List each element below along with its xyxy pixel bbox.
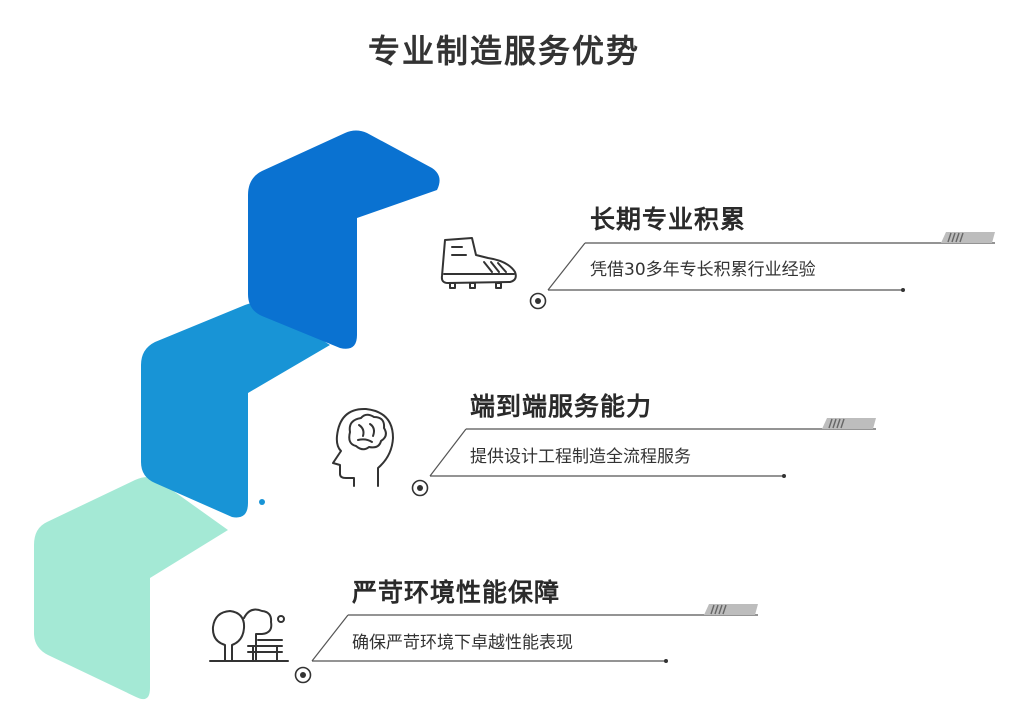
- feature-1-stripes: [941, 232, 995, 243]
- trees-bench-icon: [209, 608, 289, 662]
- feature-2-stripes: [822, 418, 876, 429]
- feature-3-lines: [311, 614, 758, 662]
- feature-3-stripes: [704, 604, 758, 615]
- feature-1-title: 长期专业积累: [590, 205, 747, 234]
- feature-1-description: 凭借30多年专长积累行业经验: [590, 260, 816, 280]
- feature-2-title: 端到端服务能力: [470, 392, 653, 421]
- feature-3-title: 严苛环境性能保障: [352, 578, 561, 607]
- page-title: 专业制造服务优势: [367, 32, 640, 70]
- step-middle: [141, 302, 330, 518]
- brain-head-icon: [332, 407, 394, 487]
- feature-2-lines: [429, 428, 876, 477]
- feature-1-lines: [547, 242, 995, 291]
- sneaker-icon: [440, 237, 517, 289]
- decor-dot: [259, 499, 265, 505]
- feature-2-description: 提供设计工程制造全流程服务: [470, 447, 691, 467]
- step-top: [248, 130, 440, 349]
- step-bottom: [34, 477, 228, 700]
- feature-3-description: 确保严苛环境下卓越性能表现: [352, 633, 573, 653]
